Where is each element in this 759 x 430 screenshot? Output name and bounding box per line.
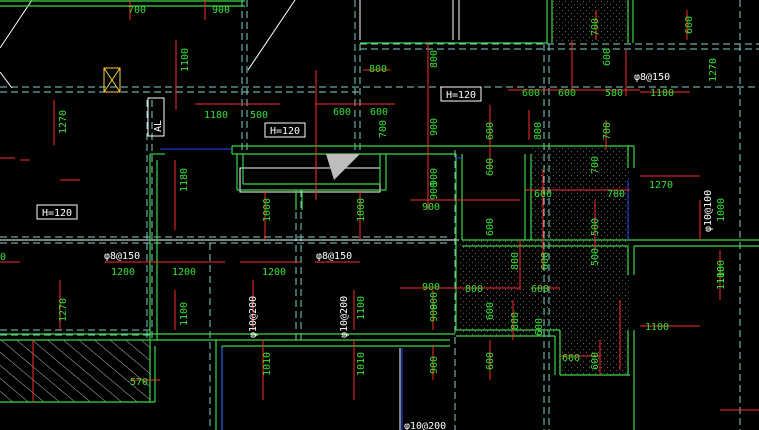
dimension-text: 1100	[356, 296, 367, 320]
dimension-text: 600	[370, 107, 388, 118]
horizontal-dimensions: 700 900 800 1180 500 600 600 600 600 580…	[0, 5, 674, 388]
hatched-balcony	[0, 340, 150, 402]
dimension-text: 1100	[179, 302, 190, 326]
dimension-text: 1000	[716, 198, 727, 222]
dimension-text: 700	[602, 122, 613, 140]
dimension-text: 0	[0, 252, 6, 263]
dimension-text: 900	[429, 292, 440, 310]
dimension-text: 500	[590, 248, 601, 266]
dimension-text: 600	[333, 107, 351, 118]
stair-marker	[326, 154, 360, 180]
dimension-text: 900	[429, 168, 440, 186]
dimension-text: 600	[534, 189, 552, 200]
dimension-text: 600	[684, 16, 695, 34]
dimension-text: 1200	[172, 267, 196, 278]
dimension-text: 900	[422, 282, 440, 293]
dimension-text: 800	[369, 64, 387, 75]
dimension-text: 500	[590, 218, 601, 236]
height-tag-right[interactable]: H=120	[440, 86, 482, 102]
rebar-spec: φ8@150	[104, 251, 140, 262]
dimension-text: 700	[128, 5, 146, 16]
dimension-text: 780	[607, 189, 625, 200]
dimension-text: 580	[605, 88, 623, 99]
rebar-spec: φ10@200	[339, 296, 350, 338]
dimension-text: 900	[429, 118, 440, 136]
vertical-dimensions: 1100 1270 1180 1270 1000 1000 1100 1100 …	[58, 16, 727, 376]
height-tag-left[interactable]: H=120	[36, 204, 78, 220]
dimension-text: 800	[533, 122, 544, 140]
dimension-text: 600	[485, 158, 496, 176]
dimension-text: 600	[558, 88, 576, 99]
dimension-text: 1000	[262, 198, 273, 222]
dimension-text: 600	[485, 122, 496, 140]
dimension-text: 1180	[204, 110, 228, 121]
dimension-text: 1180	[179, 168, 190, 192]
rebar-spec: φ8@150	[634, 72, 670, 83]
axis-label: AL	[153, 120, 164, 132]
dimension-text: 600	[522, 88, 540, 99]
dimension-text: 1270	[708, 58, 719, 82]
dimension-text: 600	[485, 302, 496, 320]
height-tag-text: H=120	[446, 90, 476, 101]
dimension-text: 800	[429, 50, 440, 68]
dimension-text: 800	[510, 252, 521, 270]
dimension-text: 500	[250, 110, 268, 121]
dimension-text: 600	[485, 352, 496, 370]
dimension-text: 1100	[716, 260, 727, 284]
height-tag-center[interactable]: H=120	[264, 122, 306, 138]
dimension-text: 600	[485, 218, 496, 236]
rebar-spec: φ10@200	[404, 421, 446, 430]
dimension-text: 1000	[356, 198, 367, 222]
dimension-text: 1270	[58, 110, 69, 134]
dimension-text: 600	[562, 353, 580, 364]
dimension-text: 600	[602, 48, 613, 66]
dimension-text: 600	[531, 284, 549, 295]
dimension-text: 900	[212, 5, 230, 16]
rebar-spec: φ10@100	[703, 190, 714, 232]
dimension-text: 1010	[262, 352, 273, 376]
dimension-text: 900	[422, 202, 440, 213]
dimension-text: 800	[510, 312, 521, 330]
dimension-text: 600	[534, 318, 545, 336]
rebar-lines	[0, 0, 759, 411]
dimension-text: 1200	[262, 267, 286, 278]
dimension-text: 700	[590, 18, 601, 36]
dimension-text: 900	[429, 182, 440, 200]
dimension-text: 600	[590, 352, 601, 370]
rebar-spec: φ8@150	[316, 251, 352, 262]
height-tag-text: H=120	[270, 126, 300, 137]
dimension-text: 1270	[649, 180, 673, 191]
dimension-text: 1100	[645, 322, 669, 333]
dimension-text: 1180	[650, 88, 674, 99]
dimension-text: 1200	[111, 267, 135, 278]
dimension-text: 1270	[58, 298, 69, 322]
rebar-spec: φ10@200	[248, 296, 259, 338]
dimension-text: 570	[130, 377, 148, 388]
dimension-text: 600	[540, 252, 551, 270]
dimension-text: 700	[590, 156, 601, 174]
height-tag-text: H=120	[42, 208, 72, 219]
dimension-text: 1100	[180, 48, 191, 72]
dimension-text: 800	[465, 284, 483, 295]
dimension-text: 700	[378, 120, 389, 138]
rebar-spec-labels: φ8@150 φ8@150 φ8@150 φ10@100 φ10@200 φ10…	[104, 72, 714, 430]
dimension-text: 1010	[356, 352, 367, 376]
dimension-text: 900	[429, 304, 440, 322]
dimension-text: 1100	[716, 266, 727, 290]
dimension-text: 900	[429, 356, 440, 374]
